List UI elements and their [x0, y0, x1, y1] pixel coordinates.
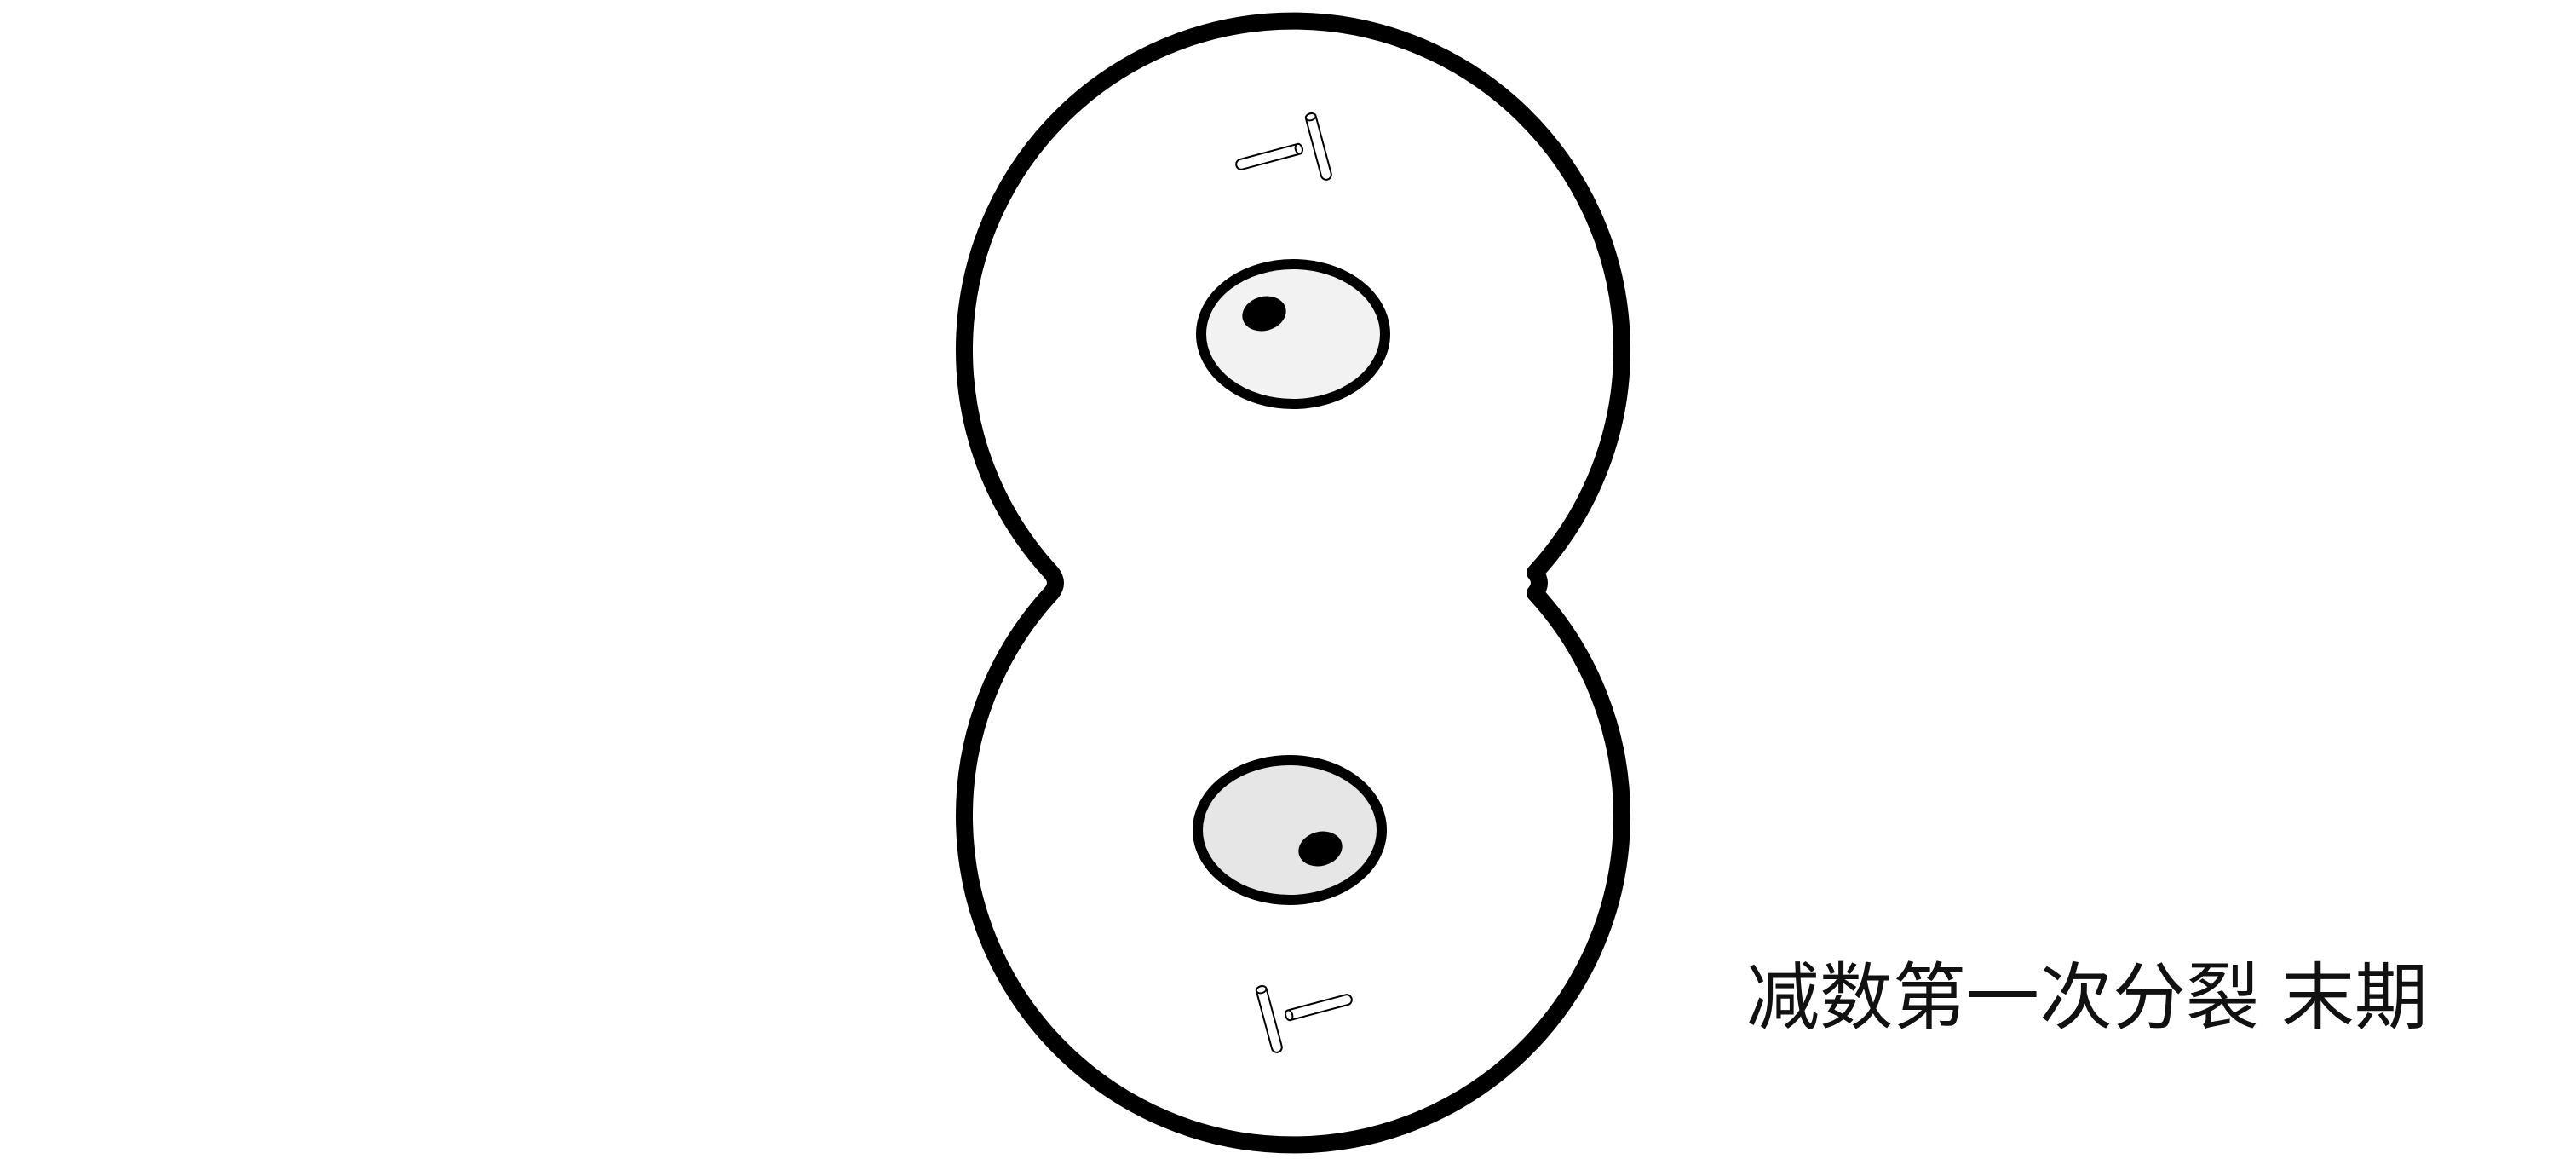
dividing-cell-membrane — [956, 12, 1630, 1154]
upper-centriole-vertical — [1304, 112, 1332, 181]
lower-centriole-horizontal — [1285, 994, 1353, 1022]
stage-caption: 减数第一次分裂末期 — [1746, 961, 2428, 1035]
caption-phase: 末期 — [2281, 955, 2428, 1041]
caption-stage: 减数第一次分裂 — [1746, 955, 2259, 1041]
lower-centriole-vertical — [1255, 985, 1283, 1053]
upper-centriole-horizontal — [1235, 142, 1303, 170]
upper-centriole-pair — [1235, 112, 1332, 181]
upper-nucleus — [1196, 259, 1390, 409]
upper-nuclear-envelope — [1196, 259, 1390, 409]
lower-nucleolus — [1298, 831, 1343, 867]
lower-nucleus — [1193, 755, 1387, 905]
lower-nuclear-envelope — [1193, 755, 1387, 905]
lower-centriole-pair — [1255, 985, 1353, 1053]
upper-nucleolus — [1242, 296, 1286, 332]
